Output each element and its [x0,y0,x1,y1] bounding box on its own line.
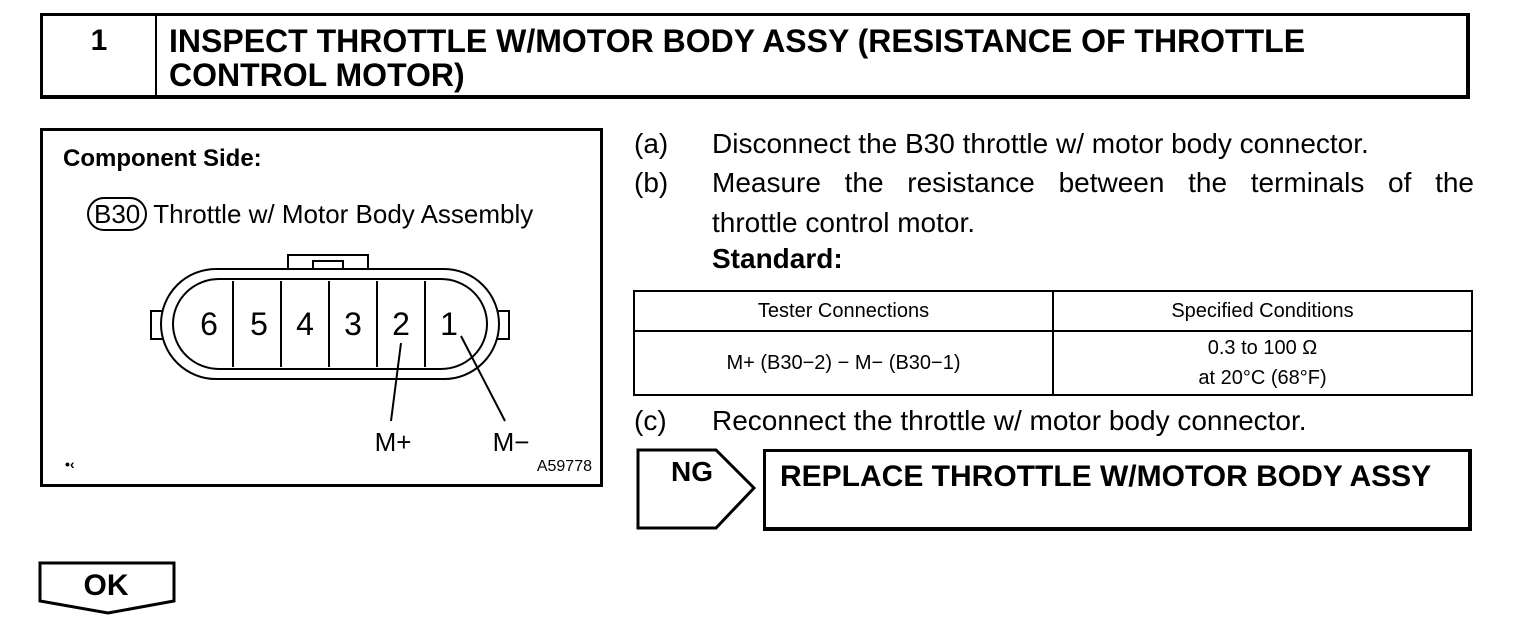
step-header: 1 INSPECT THROTTLE W/MOTOR BODY ASSY (RE… [40,13,1470,99]
step-c-label: (c) [634,405,667,436]
pin-1: 1 [440,306,458,342]
ok-flow-arrow: OK [38,561,178,620]
step-b-text-line1: Measure the resistance between the termi… [712,167,1474,198]
step-a-label: (a) [634,128,669,159]
step-c: (c) Reconnect the throttle w/ motor body… [634,401,1474,441]
pin-6: 6 [200,306,218,342]
pin-label-m-minus: M− [493,427,530,457]
pin-label-m-plus: M+ [375,427,412,457]
connector-code-badge: B30 [87,197,148,231]
component-side-heading: Component Side: [63,145,262,172]
ng-action-text: REPLACE THROTTLE W/MOTOR BODY ASSY [780,460,1432,493]
ng-action-box: REPLACE THROTTLE W/MOTOR BODY ASSY [763,449,1472,531]
pin-3: 3 [344,306,362,342]
cell-condition: 0.3 to 100 Ω at 20°C (68°F) [1052,330,1473,396]
leader-line-m-plus [390,342,402,422]
step-b: (b) Measure the resistance between the t… [634,163,1474,243]
spec-table-row: M+ (B30−2) − M− (B30−1) 0.3 to 100 Ω at … [633,330,1473,396]
pin-4: 4 [296,306,314,342]
step-c-text: Reconnect the throttle w/ motor body con… [712,405,1307,436]
condition-line1: 0.3 to 100 Ω [1207,337,1318,359]
ng-flow-arrow: NG [636,448,758,537]
step-number: 1 [43,16,157,95]
standard-label: Standard: [712,243,843,274]
header-specified-conditions: Specified Conditions [1052,290,1473,332]
ng-label: NG [671,456,713,487]
step-title: INSPECT THROTTLE W/MOTOR BODY ASSY (RESI… [169,23,1306,93]
step-b-text-line2: throttle control motor. [712,207,976,238]
step-b-label: (b) [634,167,669,198]
pin-2: 2 [392,306,410,342]
connector-drawing: 6 5 4 3 2 1 M+ M− [150,254,530,457]
step-a: (a) Disconnect the B30 throttle w/ motor… [634,124,1474,164]
ok-arrow-shape [38,561,176,615]
ok-label: OK [83,569,129,602]
figure-code: A59778 [536,458,592,475]
spec-table-header-row: Tester Connections Specified Conditions [633,290,1473,332]
ng-arrow-shape [636,448,757,530]
corner-mark: •‹ [65,456,75,472]
header-tester-connections: Tester Connections [633,290,1054,332]
spec-table: Tester Connections Specified Conditions … [633,290,1473,396]
cell-connection: M+ (B30−2) − M− (B30−1) [633,330,1054,396]
condition-line2: at 20°C (68°F) [1198,367,1327,389]
leader-line-m-minus [460,335,506,422]
connector-name: Throttle w/ Motor Body Assembly [153,199,534,229]
step-a-text: Disconnect the B30 throttle w/ motor bod… [712,128,1369,159]
pin-5: 5 [250,306,268,342]
